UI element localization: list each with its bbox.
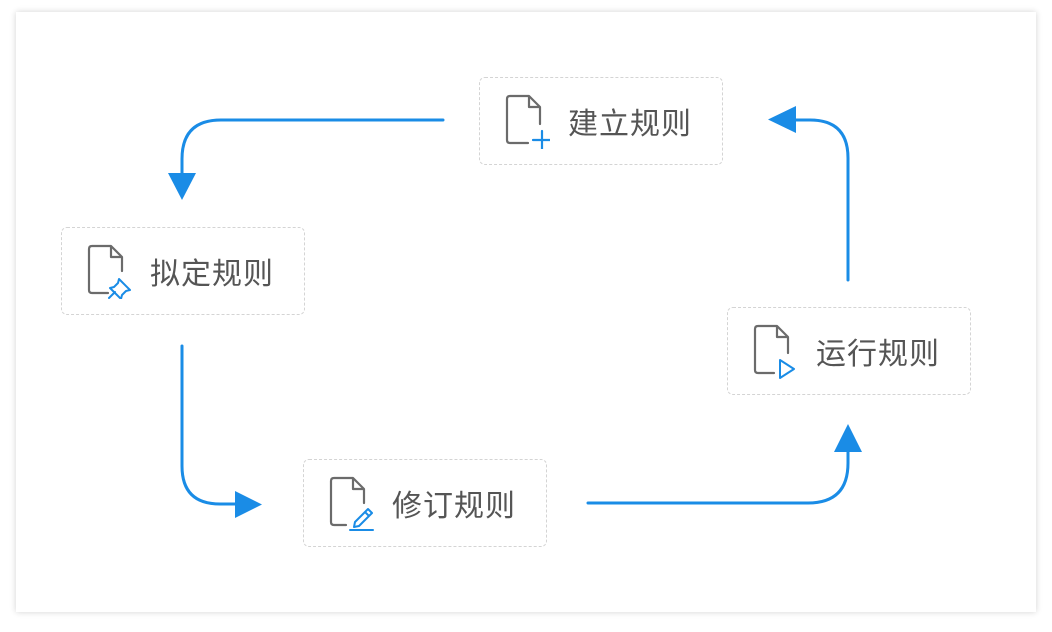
arrow-revise-to-run (586, 448, 850, 505)
arrowhead-left (768, 106, 796, 133)
arrow-draft-to-revise (180, 344, 240, 506)
node-draft-rule[interactable]: 拟定规则 (61, 227, 305, 315)
node-build-rule[interactable]: 建立规则 (479, 77, 723, 165)
node-revise-rule[interactable]: 修订规则 (303, 459, 547, 547)
arrow-build-to-draft (180, 118, 445, 177)
file-edit-icon (329, 476, 374, 531)
node-label: 拟定规则 (150, 257, 274, 292)
arrow-run-to-build (792, 118, 850, 282)
file-plus-icon (505, 94, 550, 149)
file-pin-icon (87, 244, 131, 299)
arrowhead-right (235, 491, 262, 518)
arrowhead-down (168, 173, 196, 200)
node-label: 修订规则 (392, 489, 516, 524)
file-play-icon (753, 324, 795, 379)
node-label: 建立规则 (568, 107, 692, 142)
node-run-rule[interactable]: 运行规则 (727, 307, 971, 395)
node-label: 运行规则 (816, 337, 940, 372)
arrowhead-up (834, 424, 862, 452)
